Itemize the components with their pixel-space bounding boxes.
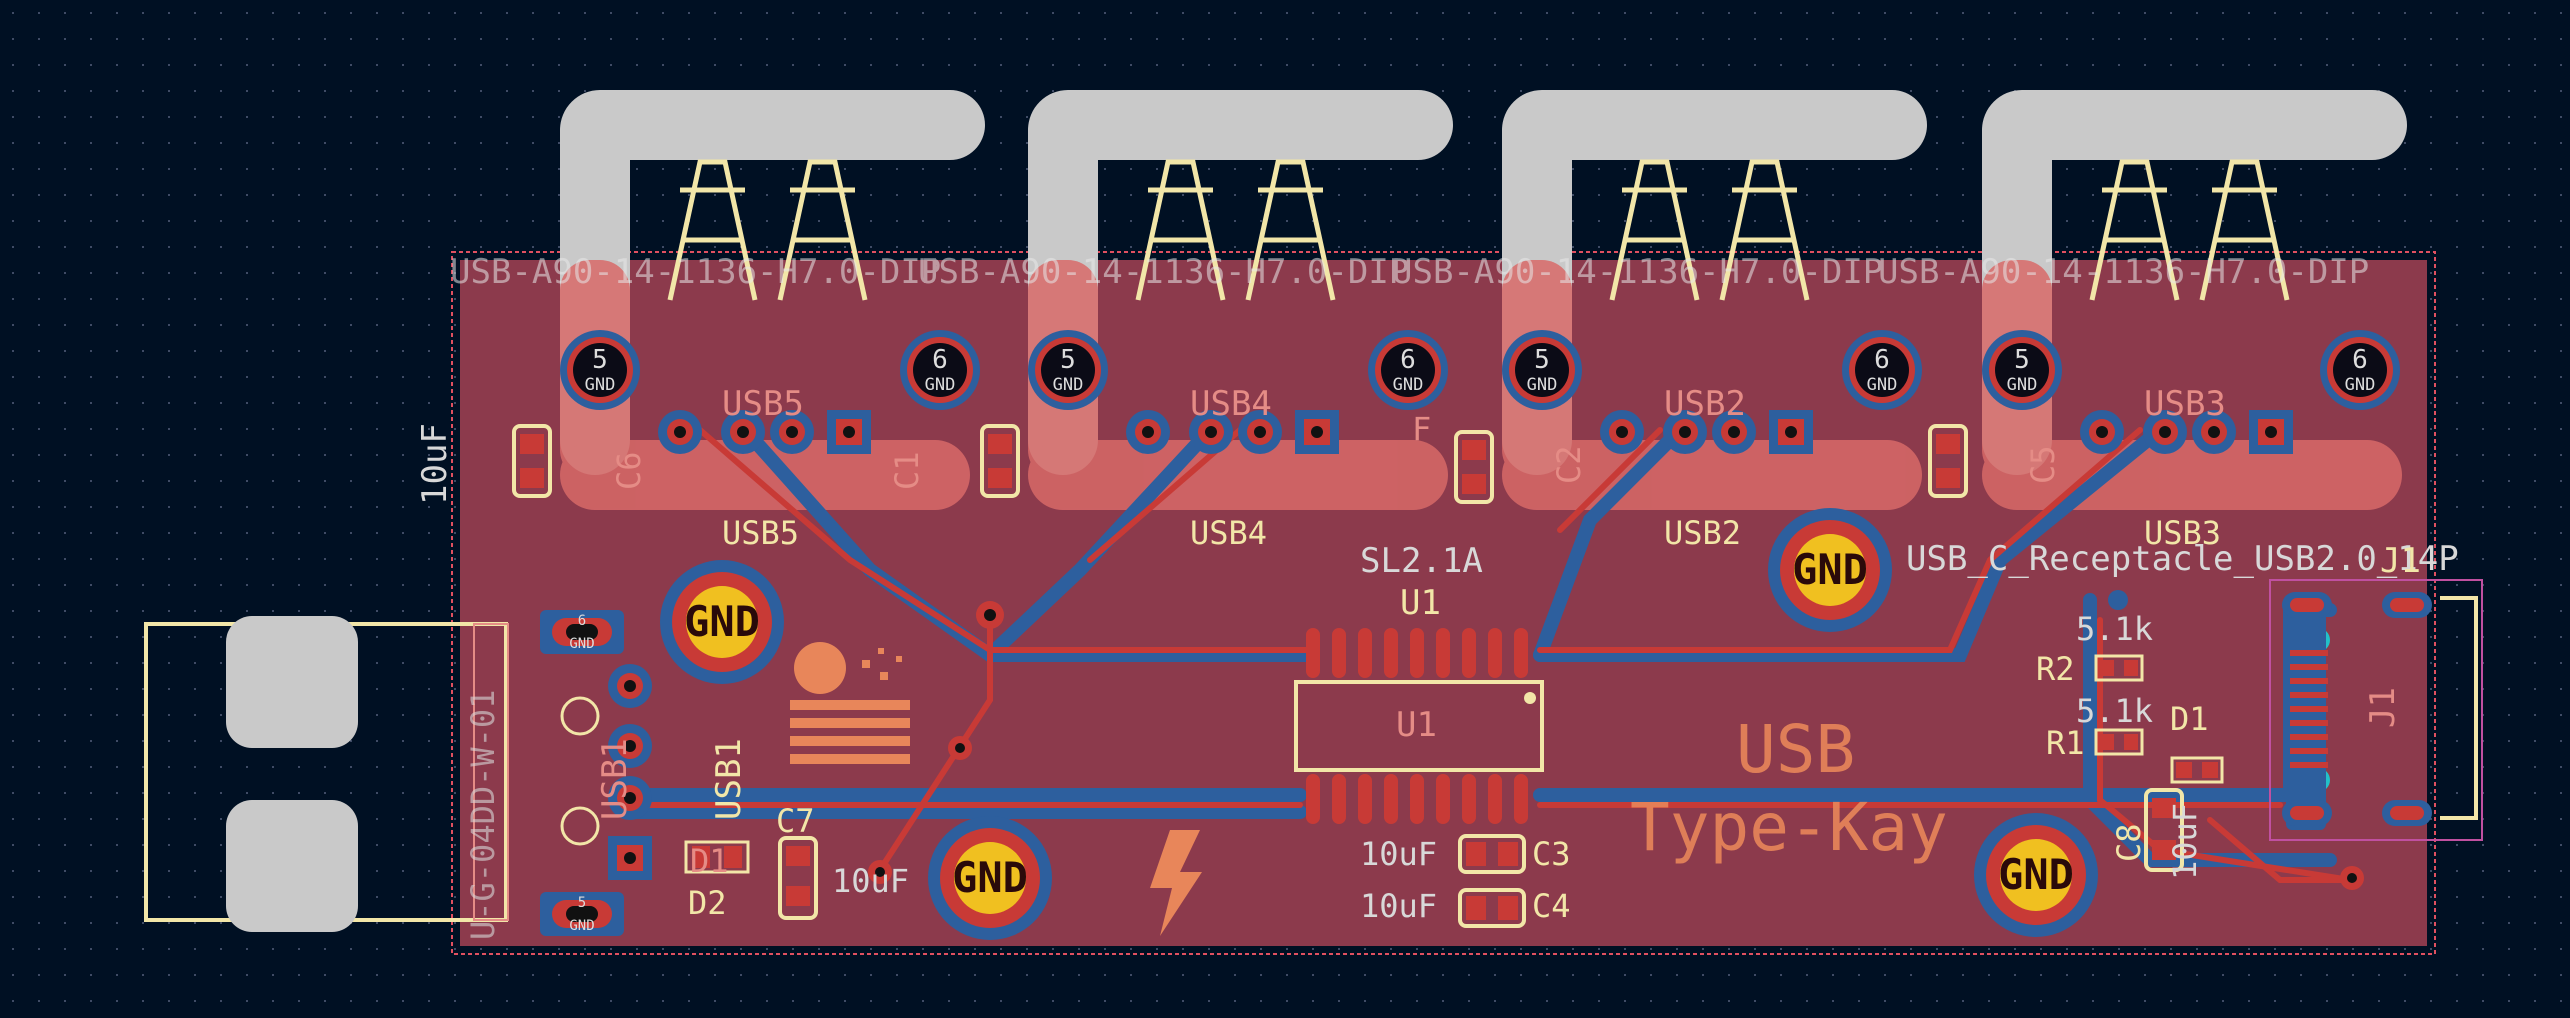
c1-label: C1 — [888, 451, 926, 490]
usb4-fab-ref: USB4 — [1190, 384, 1272, 424]
usb-a-fab-refs: USB5 USB4 USB2 USB3 — [722, 384, 2226, 424]
svg-text:GND: GND — [1527, 375, 1558, 395]
d2-c7-components — [684, 836, 818, 920]
usb3-footprint-label: USB-A90-14-1136-H7.0-DIP — [1878, 252, 2369, 292]
usb5-footprint-label: USB-A90-14-1136-H7.0-DIP — [450, 252, 941, 292]
c4-ref-label: C4 — [1532, 887, 1571, 925]
gnd-test-pads: GND GND GND GND — [660, 508, 2098, 940]
u1-body-label: U1 — [1396, 705, 1437, 745]
usb5-fab-ref: USB5 — [722, 384, 804, 424]
svg-text:5: 5 — [592, 345, 608, 375]
svg-text:GND: GND — [2007, 375, 2038, 395]
c3-ref-label: C3 — [1532, 835, 1571, 873]
svg-text:GND: GND — [1792, 545, 1868, 594]
r2-ref-label: R2 — [2036, 650, 2075, 688]
usb5-silk-ref: USB5 — [722, 514, 799, 552]
usb3-silk-ref: USB3 — [2144, 514, 2221, 552]
usb-plug-silhouette-icon — [144, 616, 509, 932]
r1-value-label: 5.1k — [2076, 692, 2153, 730]
svg-text:GND: GND — [1998, 850, 2074, 899]
c6-label: C6 — [610, 451, 648, 490]
d2-ref-label: D2 — [688, 884, 727, 922]
c3-c4-labels: 10uF C3 10uF C4 — [1360, 835, 1571, 925]
c3-value-label: 10uF — [1360, 835, 1437, 873]
c5-label: C5 — [2024, 445, 2062, 484]
usb-a-bottom-pads — [560, 260, 2402, 510]
u1-value-label: SL2.1A — [1360, 541, 1483, 581]
svg-text:GND: GND — [1053, 375, 1084, 395]
svg-text:5: 5 — [1060, 345, 1076, 375]
usb2-footprint-label: USB-A90-14-1136-H7.0-DIP — [1392, 252, 1883, 292]
usb4-footprint-label: USB-A90-14-1136-H7.0-DIP — [918, 252, 1409, 292]
c7-ref-label: C7 — [776, 802, 815, 840]
decoupling-caps-top — [512, 424, 1968, 504]
d1-left-label: D1 — [690, 842, 729, 880]
svg-text:GND: GND — [1393, 375, 1424, 395]
r1-r2-d1-components — [2094, 654, 2224, 872]
c8-ref-label: C8 — [2110, 823, 2148, 862]
r1-ref-label: R1 — [2046, 724, 2085, 762]
r-d-labels: 5.1k R2 5.1k R1 D1 C8 10uF — [2036, 610, 2209, 880]
svg-text:GND: GND — [2345, 375, 2376, 395]
svg-text:5: 5 — [578, 895, 586, 911]
c8-value-label: 10uF — [2166, 803, 2204, 880]
f-partial-label: F — [1412, 410, 1431, 448]
usb-c-receptacle-j1[interactable] — [2269, 579, 2483, 841]
svg-text:GND: GND — [569, 636, 594, 652]
u1-ref-label: U1 — [1400, 583, 1441, 623]
board-outline[interactable] — [451, 251, 2436, 955]
svg-text:GND: GND — [569, 918, 594, 934]
svg-text:6: 6 — [578, 613, 586, 629]
usb2-silk-ref: USB2 — [1664, 514, 1741, 552]
c4-value-label: 10uF — [1360, 887, 1437, 925]
svg-text:GND: GND — [925, 375, 956, 395]
cap-ref-labels: C6 C1 C2 C5 F — [610, 410, 2062, 490]
usb-a-silk-refs: USB5 USB4 USB2 USB3 — [722, 514, 2221, 552]
board-title-line1: USB — [1736, 711, 1855, 788]
r2-value-label: 5.1k — [2076, 610, 2153, 648]
j1-side-label: J1 — [2363, 687, 2403, 728]
u1-ic-footprint[interactable] — [1294, 628, 1544, 824]
c7-value-label: 10uF — [832, 862, 909, 900]
usb1-fab-label: USB1 — [595, 738, 635, 820]
board-title-line2: Type-Kay — [1630, 789, 1948, 866]
svg-text:5: 5 — [1534, 345, 1550, 375]
d2-c7-labels: D1 D2 C7 10uF — [688, 802, 909, 922]
usb1-connector-pads: 6 GND 5 GND — [540, 610, 652, 936]
usb1-ref-label: USB1 — [709, 738, 749, 820]
lightning-bolt-icon — [1150, 830, 1202, 936]
usb4-silk-ref: USB4 — [1190, 514, 1267, 552]
svg-text:6: 6 — [932, 345, 948, 375]
svg-text:GND: GND — [684, 597, 760, 646]
d1-ref-label: D1 — [2170, 700, 2209, 738]
svg-text:GND: GND — [585, 375, 616, 395]
j1-top-label: J1 — [2380, 541, 2421, 581]
usb3-fab-ref: USB3 — [2144, 384, 2226, 424]
usb-a-footprint-labels: USB-A90-14-1136-H7.0-DIP USB-A90-14-1136… — [450, 252, 2369, 292]
svg-text:6: 6 — [1874, 345, 1890, 375]
usb-a-pin-rows — [658, 410, 2293, 454]
usb-a-port-silk — [667, 159, 2290, 301]
sun-logo-icon — [790, 642, 910, 764]
svg-text:GND: GND — [1867, 375, 1898, 395]
c2-label: C2 — [1550, 445, 1588, 484]
usb-c-value-label: USB_C_Receptacle_USB2.0_14P — [1906, 539, 2459, 579]
c6-value-label: 10uF — [415, 423, 455, 505]
svg-text:GND: GND — [952, 853, 1028, 902]
svg-text:6: 6 — [2352, 345, 2368, 375]
usb1-footprint-label: U-G-04DD-W-01 — [464, 690, 502, 940]
usb2-fab-ref: USB2 — [1664, 384, 1746, 424]
svg-text:5: 5 — [2014, 345, 2030, 375]
svg-text:6: 6 — [1400, 345, 1416, 375]
c3-c4-caps — [1458, 834, 1526, 928]
